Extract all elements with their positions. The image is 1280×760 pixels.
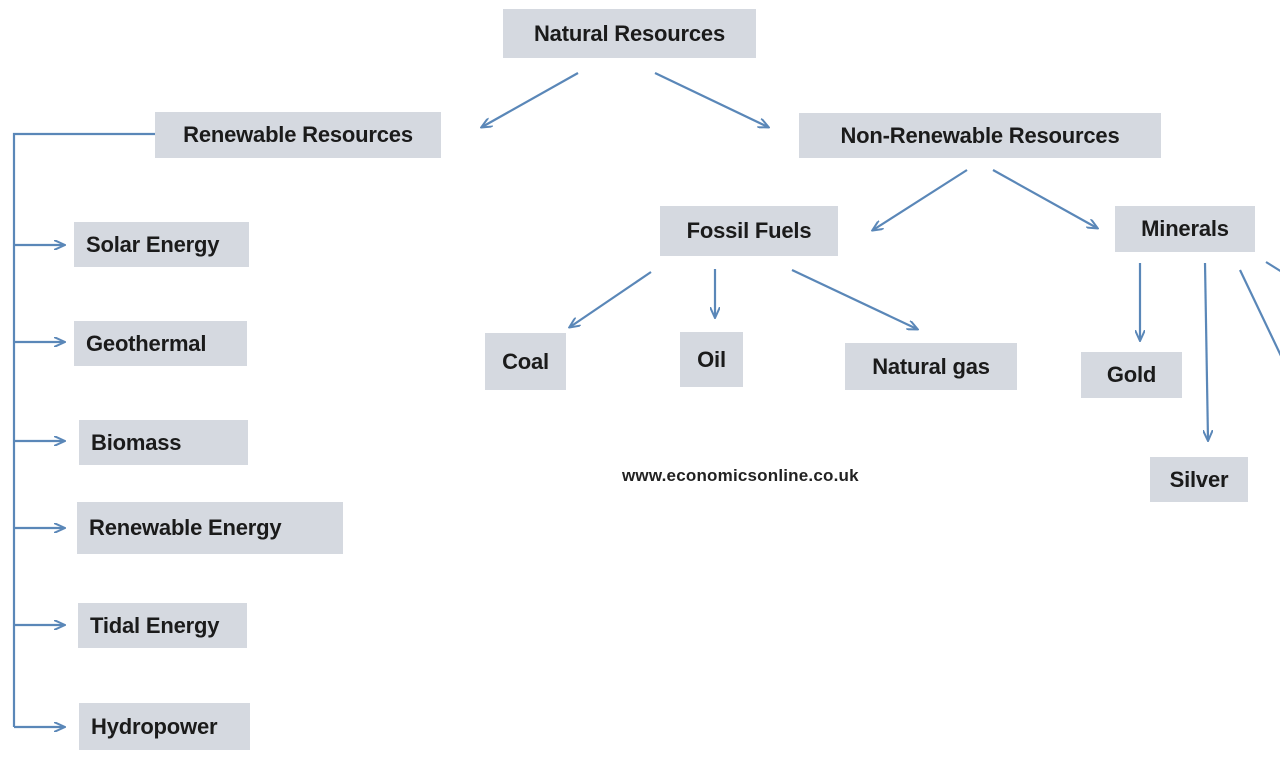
arrow-root-to-non-renewable: [654, 72, 768, 127]
fossil-fuel-item-label: Natural gas: [872, 353, 990, 379]
renewable-item-label: Solar Energy: [86, 231, 220, 257]
renewable-bracket-line: [12, 132, 155, 727]
arrow-to-natural-gas: [791, 269, 917, 329]
mineral-item-label: Silver: [1169, 466, 1229, 492]
root-node: Natural Resources: [503, 9, 756, 58]
renewable-item-label: Geothermal: [86, 330, 207, 356]
minerals-label: Minerals: [1141, 216, 1229, 241]
renewable-item: Renewable Energy: [77, 502, 343, 554]
renewable-item-label: Hydropower: [91, 713, 218, 739]
renewable-item: Tidal Energy: [78, 603, 247, 648]
renewable-resources-label: Renewable Resources: [183, 122, 413, 147]
arrow-to-offscreen-mineral-1: [1239, 269, 1280, 357]
arrow-to-silver: [1205, 262, 1208, 440]
fossil-fuels-node: Fossil Fuels: [660, 206, 838, 256]
root-label: Natural Resources: [533, 20, 725, 46]
fossil-fuel-item: Coal: [485, 333, 566, 390]
mineral-item: Silver: [1150, 457, 1248, 502]
renewable-resources-node: Renewable Resources: [155, 112, 441, 158]
mineral-item: Gold: [1081, 352, 1182, 398]
mineral-item-label: Gold: [1106, 362, 1157, 387]
renewable-item-label: Biomass: [91, 429, 182, 455]
source-watermark: www.economicsonline.co.uk: [622, 466, 859, 485]
renewable-item: Hydropower: [79, 703, 250, 750]
renewable-item: Biomass: [79, 420, 248, 465]
fossil-fuels-label: Fossil Fuels: [686, 218, 812, 243]
non-renewable-resources-label: Non-Renewable Resources: [840, 122, 1120, 148]
arrow-to-coal: [570, 271, 652, 327]
arrow-root-to-renewable: [482, 72, 579, 127]
arrow-to-fossil-fuels: [873, 169, 968, 230]
renewable-item-label: Renewable Energy: [89, 515, 282, 540]
renewable-item-label: Tidal Energy: [90, 612, 220, 638]
fossil-fuel-item: Oil: [680, 332, 743, 387]
fossil-fuel-item: Natural gas: [845, 343, 1017, 390]
renewable-item: Solar Energy: [74, 222, 249, 267]
non-renewable-resources-node: Non-Renewable Resources: [799, 113, 1161, 158]
arrow-to-offscreen-mineral-2: [1265, 261, 1280, 273]
fossil-fuel-item-label: Oil: [697, 346, 726, 372]
fossil-fuel-item-label: Coal: [502, 348, 549, 374]
renewable-item: Geothermal: [74, 321, 247, 366]
minerals-node: Minerals: [1115, 206, 1255, 252]
arrow-to-minerals: [992, 169, 1097, 228]
